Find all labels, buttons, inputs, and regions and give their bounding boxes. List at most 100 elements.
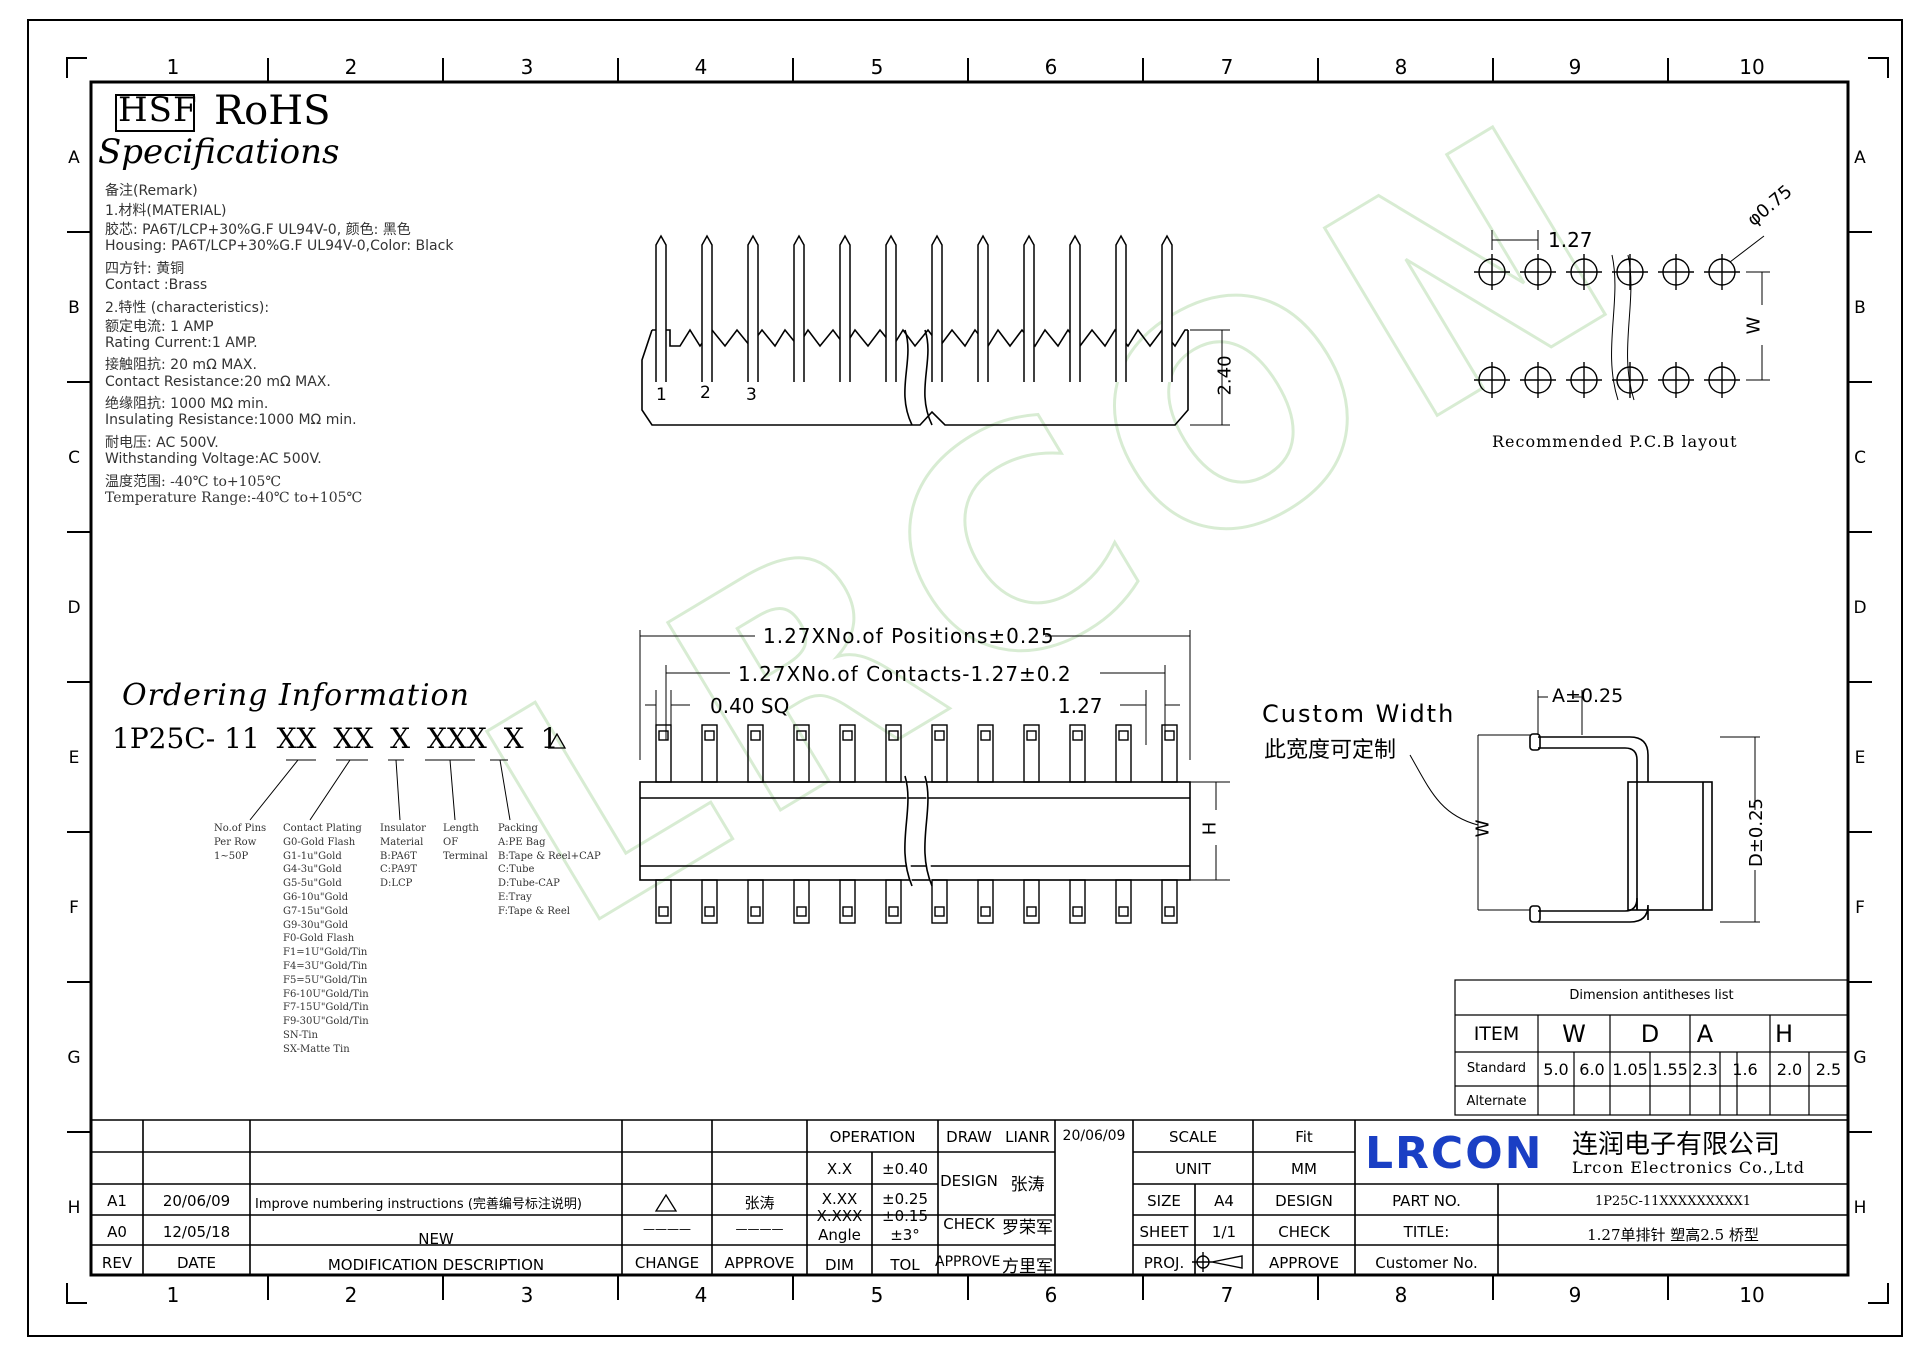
title-block-grid (91, 1119, 1848, 1275)
positions-dim-label: 1.27XNo.of Positions±0.25 (763, 624, 1055, 648)
dim-table-title: Dimension antitheses list (1569, 988, 1734, 1003)
front-pin-tip (980, 730, 991, 741)
dim-row-alternate: Alternate (1466, 1094, 1527, 1109)
col-label: 8 (1394, 1283, 1408, 1307)
design-label: DESIGN (940, 1172, 998, 1190)
front-pin-lower (1023, 879, 1040, 924)
front-pin-lower (885, 879, 902, 924)
top-pin (701, 234, 713, 382)
col-label: 3 (520, 1283, 534, 1307)
col-label: 6 (1044, 1283, 1058, 1307)
tol-dim: Angle (818, 1226, 861, 1244)
customer-no-label: Customer No. (1375, 1254, 1478, 1272)
ordering-guides (249, 759, 511, 821)
code-part-plating: XX (276, 722, 317, 755)
proj-label: PROJ. (1143, 1254, 1185, 1272)
legend-pins: No.of Pins Per Row 1~50P (214, 823, 267, 862)
front-pin-tip (1072, 906, 1083, 917)
pcb-pitch-label: 1.27 (1548, 228, 1593, 252)
col-label: 6 (1044, 55, 1058, 79)
spec-line: Insulating Resistance:1000 MΩ min. (105, 412, 357, 428)
front-pin-tip (1164, 730, 1175, 741)
spec-line: Rating Current:1 AMP. (105, 335, 258, 351)
legend-length: Length OF Terminal (443, 823, 488, 862)
dim-col-d: D (1640, 1020, 1660, 1048)
dim-value: 1.55 (1652, 1060, 1688, 1079)
design-name: 张涛 (1010, 1175, 1045, 1195)
code-prefix: 1P25C- 11 (112, 722, 260, 755)
size-value: A4 (1214, 1192, 1234, 1210)
front-pin-upper (1161, 724, 1178, 783)
dim-value: 2.3 (1692, 1060, 1718, 1079)
tol-val: ±0.15 (882, 1207, 928, 1225)
dim-col-a: A (1696, 1020, 1714, 1048)
front-pin-tip (934, 730, 945, 741)
top-pin (977, 234, 989, 382)
pin-size-label: 0.40 SQ (710, 694, 790, 718)
a-dim-label: A±0.25 (1552, 685, 1624, 707)
front-pin-lower (931, 879, 948, 924)
approve-label: APPROVE (935, 1254, 1001, 1270)
pcb-width-label: W (1743, 316, 1765, 335)
row-label: B (1854, 298, 1866, 318)
col-label: 9 (1568, 1283, 1582, 1307)
row-label: G (67, 1048, 81, 1068)
spec-line: 2.特性 (characteristics): (105, 300, 270, 316)
rev-approve: ———— (735, 1222, 784, 1236)
spec-line: 绝缘阻抗: 1000 MΩ min. (105, 396, 269, 412)
pcb-hole-crosshair (1566, 254, 1602, 290)
pcb-hole-crosshair (1520, 362, 1556, 398)
front-pin-tip (888, 730, 899, 741)
front-pin-tip (796, 906, 807, 917)
front-pitch-label: 1.27 (1058, 694, 1103, 718)
front-pin-lower (1069, 879, 1086, 924)
dim-value: 2.5 (1815, 1060, 1842, 1079)
rev-desc: NEW (418, 1230, 454, 1248)
front-pin-upper (747, 724, 764, 783)
spec-line: Contact :Brass (105, 277, 208, 293)
front-pin-upper (885, 724, 902, 783)
row-label: A (68, 148, 80, 168)
size-design: DESIGN (1275, 1192, 1333, 1210)
col-label: 8 (1394, 55, 1408, 79)
front-pin-upper (1023, 724, 1040, 783)
rev-header: APPROVE (724, 1254, 795, 1272)
tol-dim: X.XXX (816, 1207, 863, 1225)
pcb-hole-crosshair (1520, 254, 1556, 290)
top-pin (931, 234, 943, 382)
code-part-insulator: X (390, 722, 411, 755)
front-pin-tip (1118, 730, 1129, 741)
rev-approve: 张涛 (744, 1194, 775, 1212)
col-label: 1 (166, 55, 180, 79)
front-view-pins (655, 724, 1178, 924)
top-pin (793, 234, 805, 382)
pcb-hole-crosshair (1658, 254, 1694, 290)
dim-col-h: H (1774, 1020, 1794, 1048)
spec-line: 额定电流: 1 AMP (105, 319, 214, 335)
pcb-hole-crosshair (1474, 362, 1510, 398)
front-pin-tip (842, 906, 853, 917)
col-label: 10 (1739, 55, 1765, 79)
front-pin-tip (750, 906, 761, 917)
contacts-dim-label: 1.27XNo.of Contacts-1.27±0.2 (738, 662, 1072, 686)
dim-col-item: ITEM (1473, 1023, 1520, 1045)
side-view-drawing (1529, 733, 1713, 923)
ordering-code: 1P25C- 11 XX XX X XXX X 1 (112, 722, 558, 755)
front-pin-tip (658, 730, 669, 741)
front-pin-lower (655, 879, 672, 924)
row-label: F (69, 898, 79, 918)
front-pin-tip (1164, 906, 1175, 917)
front-pin-tip (750, 730, 761, 741)
rev-change: ———— (643, 1222, 691, 1236)
front-pin-tip (1118, 906, 1129, 917)
top-pin (1023, 234, 1035, 382)
rohs-mark: RoHS (214, 88, 331, 134)
top-pin (885, 234, 897, 382)
row-label: E (68, 748, 80, 768)
spec-line: Housing: PA6T/LCP+30%G.F UL94V-0,Color: … (105, 238, 454, 254)
row-label: E (1854, 748, 1866, 768)
legend-packing: Packing A:PE Bag B:Tape & Reel+CAP C:Tub… (498, 823, 601, 917)
pcb-hole-crosshair (1612, 362, 1648, 398)
pcb-caption: Recommended P.C.B layout (1492, 432, 1738, 451)
